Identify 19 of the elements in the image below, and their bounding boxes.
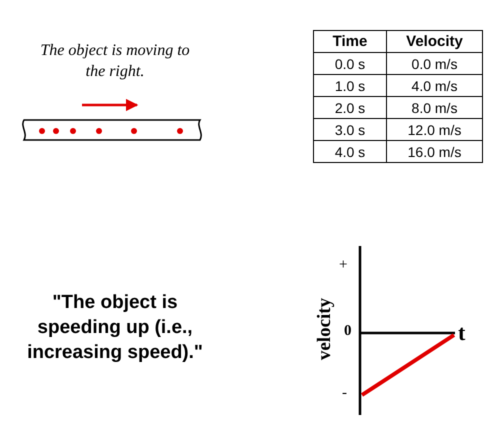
table-cell: 8.0 m/s <box>386 96 482 118</box>
column-header: Velocity <box>386 30 482 52</box>
table-cell: 12.0 m/s <box>386 118 482 140</box>
table-cell: 4.0 s <box>314 140 386 162</box>
description-text: The object is moving to the right. <box>39 41 191 82</box>
table-cell: 16.0 m/s <box>386 140 482 162</box>
axis-tick-label: + <box>339 257 348 274</box>
table-cell: 3.0 s <box>314 118 386 140</box>
quote-text: "The object is speeding up (i.e., increasing speed)." <box>26 291 204 365</box>
table-cell: 2.0 s <box>314 96 386 118</box>
axis-title: velocity <box>314 296 336 362</box>
column-header: Time <box>314 30 386 52</box>
axis-tick-label: 0 <box>344 323 352 340</box>
table-cell: 0.0 s <box>314 52 386 74</box>
table-cell: 0.0 m/s <box>386 52 482 74</box>
axis-label: t <box>458 320 466 346</box>
table-cell: 4.0 m/s <box>386 74 482 96</box>
table-cell: 1.0 s <box>314 74 386 96</box>
axis-tick-label: - <box>342 385 347 402</box>
